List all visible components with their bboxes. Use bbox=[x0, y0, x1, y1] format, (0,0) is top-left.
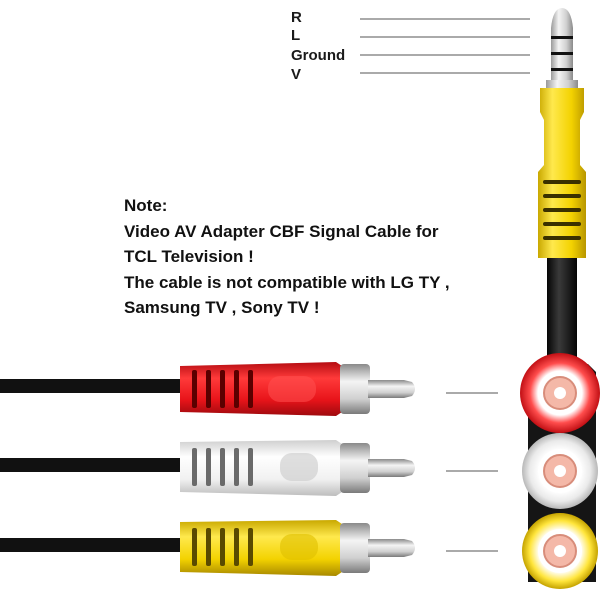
rca-jack-red-hole bbox=[554, 387, 566, 399]
rca-red-grip-slots bbox=[192, 370, 253, 408]
pin-leader-lines bbox=[360, 18, 530, 74]
rca-white-grip-slots bbox=[192, 448, 253, 486]
pin-label-l: L bbox=[291, 27, 300, 44]
rca-red-highlight bbox=[268, 376, 316, 402]
jack-collar bbox=[546, 80, 578, 88]
rca-white-pin bbox=[368, 459, 404, 477]
note-line: Samsung TV , Sony TV ! bbox=[124, 298, 320, 317]
note-heading: Note: bbox=[124, 196, 168, 215]
jack-tip bbox=[551, 8, 573, 28]
rca-plug-red bbox=[0, 362, 415, 416]
note-line: Video AV Adapter CBF Signal Cable for bbox=[124, 221, 439, 241]
rca-cable-yellow bbox=[0, 538, 186, 552]
jack-insulator-ring bbox=[551, 36, 573, 39]
jack-insulator-ring bbox=[551, 52, 573, 55]
rca-plug-yellow bbox=[0, 520, 415, 576]
rca-jack-yellow bbox=[522, 513, 598, 589]
rca-jack-white bbox=[522, 433, 598, 509]
pin-label-v: V bbox=[291, 66, 301, 83]
pin-labels: R L Ground V bbox=[291, 9, 345, 83]
pin-label-r: R bbox=[291, 9, 302, 26]
rca-plug-white bbox=[0, 440, 415, 496]
rca-red-housing bbox=[180, 362, 342, 416]
rca-yellow-pin bbox=[368, 539, 404, 557]
rca-jack-yellow-hole bbox=[554, 545, 566, 557]
rca-red-pin bbox=[368, 380, 404, 398]
jack-grip-slots bbox=[543, 180, 581, 240]
rca-red-pin-tip bbox=[404, 380, 415, 398]
rca-yellow-shield bbox=[340, 523, 370, 573]
rca-jack-red bbox=[520, 353, 600, 433]
rca-cable-red bbox=[0, 379, 186, 393]
rca-white-shield bbox=[340, 443, 370, 493]
jack-cable bbox=[547, 258, 577, 366]
rca-red-shield bbox=[340, 364, 370, 414]
jack-leader-lines bbox=[446, 392, 498, 552]
note-line: The cable is not compatible with LG TY , bbox=[124, 272, 450, 292]
pin-label-ground: Ground bbox=[291, 47, 345, 64]
rca-cable-white bbox=[0, 458, 186, 472]
note-line: TCL Television ! bbox=[124, 247, 254, 266]
rca-white-pin-tip bbox=[404, 459, 415, 477]
rca-yellow-pin-tip bbox=[404, 539, 415, 557]
rca-yellow-grip-pad bbox=[280, 534, 318, 560]
compatibility-note: Note: Video AV Adapter CBF Signal Cable … bbox=[124, 193, 544, 321]
rca-yellow-grip-slots bbox=[192, 528, 253, 566]
jack-yellow-housing bbox=[538, 88, 586, 258]
rca-jack-white-hole bbox=[554, 465, 566, 477]
rca-white-grip-pad bbox=[280, 453, 318, 481]
jack-insulator-ring bbox=[551, 68, 573, 71]
